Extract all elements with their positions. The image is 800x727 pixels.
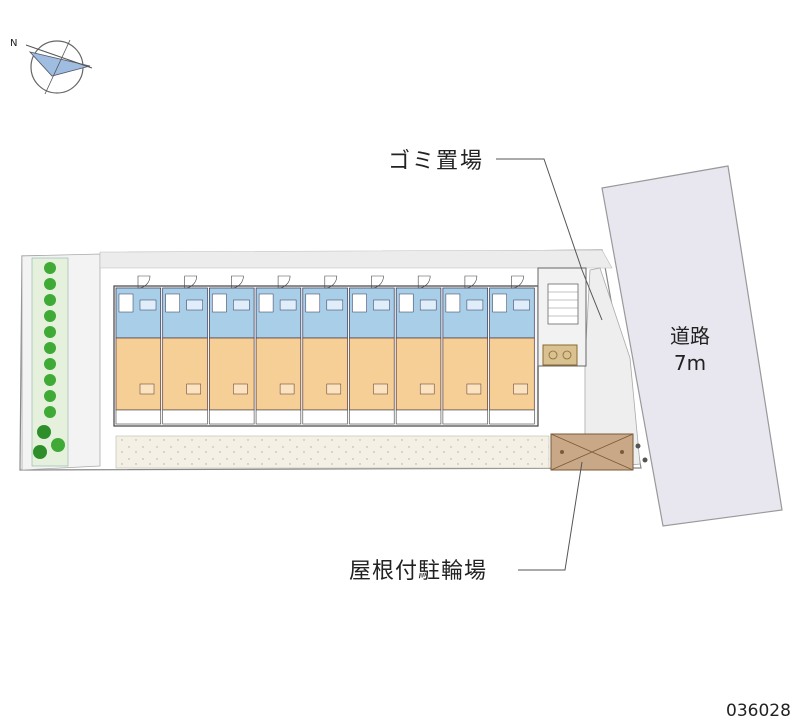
- compass-north-label: N: [10, 38, 17, 49]
- unit-living-room: [115, 337, 162, 411]
- unit-bath-fixture: [492, 293, 507, 313]
- unit-kitchen-fixture: [233, 299, 250, 311]
- unit-kitchen-fixture: [466, 299, 484, 311]
- garbage-area: [542, 344, 578, 366]
- unit-living-room: [442, 337, 488, 411]
- unit-closet: [139, 383, 155, 395]
- unit-living-room: [489, 337, 535, 411]
- unit-kitchen-fixture: [419, 299, 437, 311]
- unit-closet: [466, 383, 482, 395]
- unit-closet: [513, 383, 528, 395]
- road: [601, 165, 783, 527]
- unit-door-swing: [371, 275, 384, 289]
- unit-balcony: [209, 409, 255, 425]
- unit-bath-fixture: [305, 293, 321, 313]
- apartment-units: [115, 275, 535, 425]
- unit-door-swing: [511, 275, 524, 289]
- unit-kitchen-fixture: [326, 299, 344, 311]
- unit-kitchen-fixture: [373, 299, 390, 311]
- garbage-leader-line: [496, 158, 603, 321]
- unit-closet: [186, 383, 201, 395]
- gravel-path: [115, 435, 550, 469]
- road-width-label: 7m: [674, 351, 706, 375]
- unit-kitchen-fixture: [186, 299, 203, 311]
- unit-bath-fixture: [352, 293, 367, 313]
- unit-balcony: [302, 409, 348, 425]
- unit-kitchen-fixture: [139, 299, 157, 311]
- road-name-label: 道路: [670, 324, 710, 348]
- unit-balcony: [395, 409, 442, 425]
- unit-closet: [233, 383, 248, 395]
- tree-row: [31, 257, 69, 467]
- unit-bath-fixture: [165, 293, 180, 313]
- bicycle-parking: [550, 433, 648, 471]
- unit-bath-fixture: [258, 293, 274, 313]
- unit-balcony: [255, 409, 302, 425]
- unit-kitchen-fixture: [279, 299, 297, 311]
- unit-closet: [419, 383, 435, 395]
- unit-living-room: [395, 337, 442, 411]
- unit-bath-fixture: [212, 293, 227, 313]
- unit-door-swing: [324, 275, 338, 289]
- unit-closet: [373, 383, 388, 395]
- unit-balcony: [349, 409, 395, 425]
- unit-balcony: [162, 409, 208, 425]
- unit-bath-fixture: [398, 293, 414, 313]
- unit-living-room: [302, 337, 348, 411]
- unit-balcony: [115, 409, 162, 425]
- unit-balcony: [489, 409, 535, 425]
- unit-balcony: [442, 409, 488, 425]
- compass-icon: N: [10, 38, 93, 95]
- unit-living-room: [255, 337, 302, 411]
- unit-door-swing: [184, 275, 198, 289]
- unit-living-room: [162, 337, 208, 411]
- unit-closet: [326, 383, 342, 395]
- unit-bath-fixture: [445, 293, 461, 313]
- unit-living-room: [209, 337, 255, 411]
- unit-door-swing: [277, 275, 291, 289]
- unit-bath-fixture: [118, 293, 134, 313]
- unit-door-swing: [231, 275, 244, 289]
- unit-door-swing: [417, 275, 431, 289]
- unit-door-swing: [464, 275, 478, 289]
- bicycle-parking-label: 屋根付駐輪場: [349, 559, 487, 584]
- garbage-area-label: ゴミ置場: [388, 149, 484, 174]
- property-code: 036028: [726, 701, 791, 721]
- unit-door-swing: [137, 275, 151, 289]
- unit-closet: [279, 383, 295, 395]
- unit-living-room: [349, 337, 395, 411]
- bicycle-leader-line: [518, 461, 583, 571]
- unit-kitchen-fixture: [513, 299, 530, 311]
